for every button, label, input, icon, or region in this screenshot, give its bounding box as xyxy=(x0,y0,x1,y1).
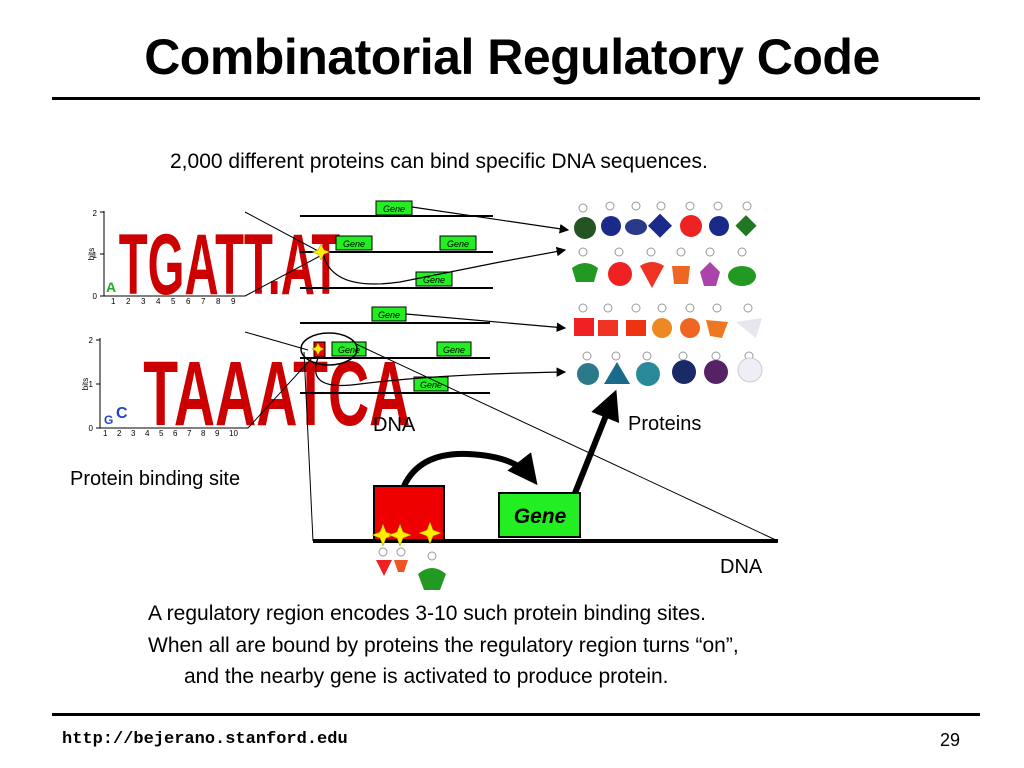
body-line-2: When all are bound by proteins the regul… xyxy=(148,634,739,657)
svg-text:7: 7 xyxy=(187,429,192,438)
svg-text:2: 2 xyxy=(89,336,94,345)
regulatory-diagram: Gene xyxy=(313,389,778,590)
svg-text:1: 1 xyxy=(89,380,94,389)
svg-text:Gene: Gene xyxy=(343,239,365,249)
protein-keychain-icon xyxy=(647,201,673,238)
gene-box xyxy=(498,492,581,538)
protein-keychain-icon xyxy=(735,201,757,237)
svg-text:10: 10 xyxy=(229,429,238,438)
logo2-ylabel: bits xyxy=(81,378,90,390)
title-divider xyxy=(52,97,980,100)
svg-text:8: 8 xyxy=(201,429,206,438)
protein-keychain-icon xyxy=(704,351,728,384)
protein-keychain-icon xyxy=(736,303,762,338)
body-line-3: and the nearby gene is activated to prod… xyxy=(184,665,669,688)
protein-keychain-icon xyxy=(640,247,664,288)
protein-keychain-icon xyxy=(574,303,594,336)
protein-binding-site-label: Protein binding site xyxy=(70,468,241,490)
sequence-logo-2: 2 1 0 bits G C TAAATCA 1 2 3 4 5 6 7 8 9… xyxy=(81,336,410,445)
gene-label: Gene xyxy=(514,505,567,528)
svg-text:A: A xyxy=(106,279,116,295)
sparkle-star-icon xyxy=(388,523,412,547)
svg-text:6: 6 xyxy=(186,297,191,306)
svg-text:6: 6 xyxy=(173,429,178,438)
protein-keychain-icon xyxy=(625,201,647,235)
logo1-letters: TGATT.AT xyxy=(119,216,341,313)
svg-text:7: 7 xyxy=(201,297,206,306)
protein-keychain-icon xyxy=(604,351,630,384)
protein-group-upper xyxy=(572,201,757,288)
slide-title: Combinatorial Regulatory Code xyxy=(144,29,880,85)
protein-keychain-icon xyxy=(728,247,756,286)
logo1-ytick-0: 0 xyxy=(93,292,98,301)
protein-keychain-icon xyxy=(672,247,690,284)
protein-keychain-icon xyxy=(700,247,720,286)
logo2-letters: TAAATCA xyxy=(143,343,410,445)
protein-keychain-icon xyxy=(652,303,672,338)
svg-text:5: 5 xyxy=(171,297,176,306)
svg-text:Gene: Gene xyxy=(447,239,469,249)
protein-keychain-icon xyxy=(636,351,660,386)
logo1-ytick-1: 1 xyxy=(93,251,98,260)
svg-text:4: 4 xyxy=(156,297,161,306)
svg-text:Gene: Gene xyxy=(378,310,400,320)
svg-text:8: 8 xyxy=(216,297,221,306)
logo1-ylabel: bits xyxy=(87,248,96,260)
activation-arrow-icon xyxy=(401,450,538,488)
page-number: 29 xyxy=(940,730,961,750)
production-arrow-icon xyxy=(572,389,620,495)
svg-text:2: 2 xyxy=(117,429,122,438)
svg-text:5: 5 xyxy=(159,429,164,438)
dna-label-large: DNA xyxy=(720,556,763,578)
svg-text:2: 2 xyxy=(126,297,131,306)
svg-text:Gene: Gene xyxy=(423,275,445,285)
dna-block-lower: Gene Gene Gene Gene xyxy=(300,306,567,394)
body-line-1: A regulatory region encodes 3-10 such pr… xyxy=(148,602,707,625)
protein-keychain-icon xyxy=(418,551,446,590)
svg-text:1: 1 xyxy=(103,429,108,438)
svg-text:4: 4 xyxy=(145,429,150,438)
protein-keychain-icon xyxy=(672,351,696,384)
sparkle-star-icon xyxy=(311,243,331,261)
protein-keychain-icon xyxy=(601,201,621,236)
svg-text:Gene: Gene xyxy=(420,380,442,390)
svg-text:9: 9 xyxy=(215,429,220,438)
svg-text:3: 3 xyxy=(131,429,136,438)
protein-keychain-icon xyxy=(626,303,646,336)
protein-keychain-icon xyxy=(394,547,408,572)
svg-text:0: 0 xyxy=(89,424,94,433)
protein-keychain-icon xyxy=(680,303,700,338)
svg-text:Gene: Gene xyxy=(383,204,405,214)
proteins-label: Proteins xyxy=(628,413,702,435)
dna-label-small: DNA xyxy=(373,414,416,436)
protein-keychain-icon xyxy=(608,247,632,286)
protein-keychain-icon xyxy=(706,303,728,338)
footer-url: http://bejerano.stanford.edu xyxy=(62,730,348,749)
svg-text:9: 9 xyxy=(231,297,236,306)
subtitle: 2,000 different proteins can bind specif… xyxy=(170,150,708,173)
protein-keychain-icon xyxy=(574,203,596,239)
sparkle-star-icon xyxy=(311,342,325,356)
protein-keychain-icon xyxy=(709,201,729,236)
protein-keychain-icon xyxy=(598,303,618,336)
svg-text:C: C xyxy=(116,405,128,422)
protein-keychain-icon xyxy=(680,201,702,237)
svg-text:1: 1 xyxy=(111,297,116,306)
protein-group-lower xyxy=(574,303,763,386)
svg-text:Gene: Gene xyxy=(443,345,465,355)
svg-text:G: G xyxy=(104,413,113,427)
protein-keychain-icon xyxy=(737,351,763,383)
svg-text:3: 3 xyxy=(141,297,146,306)
svg-text:Gene: Gene xyxy=(338,345,360,355)
protein-keychain-icon xyxy=(572,247,598,282)
protein-keychain-icon xyxy=(577,351,599,385)
sparkle-star-icon xyxy=(418,521,442,545)
logo1-ytick-2: 2 xyxy=(93,209,98,218)
footer-divider xyxy=(52,713,980,716)
sequence-logo-1: 2 1 0 bits A TGATT.AT 1 2 3 4 5 6 7 8 9 xyxy=(87,209,340,313)
dna-block-upper: Gene Gene Gene Gene xyxy=(300,200,570,289)
sparkle-star-icon xyxy=(371,523,395,547)
protein-keychain-icon xyxy=(376,547,392,576)
